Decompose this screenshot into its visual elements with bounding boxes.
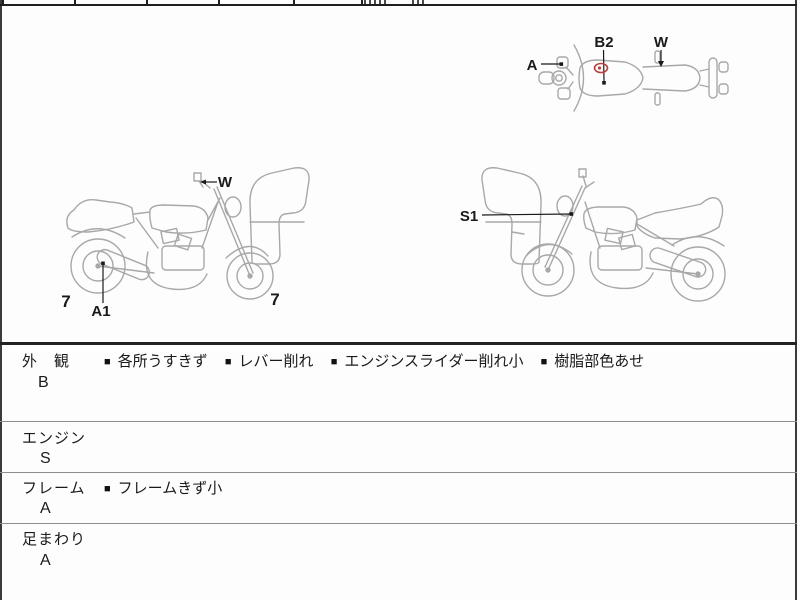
header-cell-divider bbox=[218, 0, 220, 4]
category-label: フレーム bbox=[22, 480, 86, 497]
left-page-border bbox=[0, 0, 2, 600]
grade-value: S bbox=[40, 450, 51, 467]
condition-item: ■樹脂部色あせ bbox=[540, 353, 645, 370]
header-row-rule bbox=[0, 4, 797, 6]
cutoff-text-fragment bbox=[412, 0, 426, 4]
marker-a1-dot bbox=[101, 261, 105, 266]
condition-item: ■エンジンスライダー削れ小 bbox=[330, 353, 524, 370]
marker-a: A bbox=[527, 57, 564, 74]
red-damage-dot bbox=[597, 66, 602, 70]
row-divider bbox=[0, 421, 797, 422]
header-cell-divider bbox=[74, 0, 76, 4]
grade-value: A bbox=[40, 552, 51, 569]
header-cell-divider bbox=[361, 0, 363, 4]
motorcycle-left-side-diagram: W A1 7 7 bbox=[61, 167, 310, 320]
marker-s1: S1 bbox=[460, 208, 574, 225]
marker-s1-label: S1 bbox=[460, 208, 478, 225]
condition-items: ■フレームきず小 bbox=[104, 477, 235, 498]
marker-w-side: W bbox=[200, 174, 233, 191]
bullet-icon: ■ bbox=[104, 483, 111, 495]
condition-items: ■各所うすきず ■レバー削れ ■エンジンスライダー削れ小 ■樹脂部色あせ bbox=[104, 350, 657, 371]
rear-wheel-grade: 7 bbox=[61, 292, 70, 311]
motorcycle-top-view-diagram: A B2 W bbox=[527, 34, 729, 112]
top-view-line-art bbox=[538, 44, 729, 112]
marker-w-arrowhead bbox=[200, 179, 206, 185]
grade-value: B bbox=[38, 374, 49, 391]
marker-b2-pointer bbox=[602, 49, 605, 83]
marker-a1-label: A1 bbox=[91, 303, 110, 320]
left-side-line-art bbox=[66, 167, 310, 300]
header-cell-divider bbox=[146, 0, 148, 4]
header-cell-divider bbox=[2, 0, 4, 4]
row-divider bbox=[0, 472, 797, 473]
marker-w-top: W bbox=[654, 34, 669, 67]
bullet-icon: ■ bbox=[540, 356, 548, 368]
marker-a-dot bbox=[559, 62, 564, 66]
marker-b2-dot bbox=[602, 81, 606, 85]
motorcycle-right-side-diagram: S1 bbox=[460, 167, 726, 302]
condition-item: ■フレームきず小 bbox=[104, 480, 223, 497]
marker-w-label: W bbox=[654, 34, 669, 51]
right-page-border bbox=[795, 0, 797, 600]
marker-b2-label: B2 bbox=[594, 34, 613, 51]
table-top-rule bbox=[0, 342, 797, 345]
condition-item: ■各所うすきず bbox=[104, 353, 208, 370]
front-wheel-grade: 7 bbox=[270, 290, 279, 309]
marker-w-label: W bbox=[218, 174, 233, 191]
bullet-icon: ■ bbox=[104, 356, 111, 368]
grade-value: A bbox=[40, 500, 51, 517]
marker-s1-dot bbox=[569, 212, 574, 216]
marker-w-arrowhead bbox=[658, 61, 664, 67]
condition-item: ■レバー削れ bbox=[224, 353, 314, 370]
red-damage-marker bbox=[593, 62, 609, 74]
right-side-line-art bbox=[481, 167, 726, 302]
category-label: 足まわり bbox=[22, 531, 87, 548]
marker-a-label: A bbox=[527, 57, 538, 74]
marker-a1: A1 bbox=[91, 261, 111, 320]
row-divider bbox=[0, 523, 797, 524]
cutoff-text-fragment bbox=[364, 0, 386, 4]
category-label: エンジン bbox=[22, 430, 87, 447]
marker-b2: B2 bbox=[593, 34, 614, 85]
marker-s1-pointer bbox=[481, 213, 572, 216]
bullet-icon: ■ bbox=[330, 356, 338, 368]
category-label: 外 観 bbox=[22, 353, 71, 370]
bullet-icon: ■ bbox=[224, 356, 232, 368]
header-cell-divider bbox=[293, 0, 295, 4]
